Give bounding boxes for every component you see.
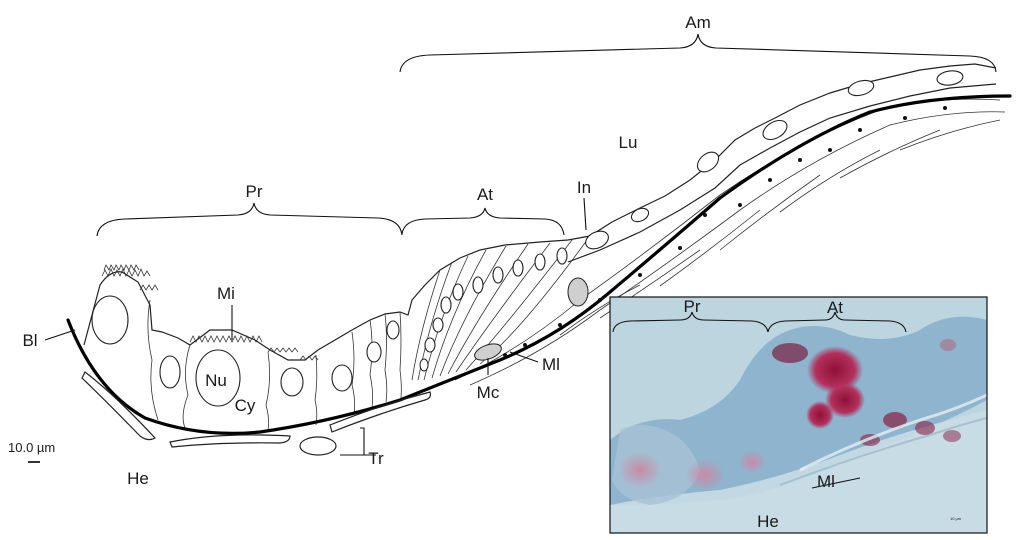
label-at: At [477,185,493,204]
inset-label-he: He [757,512,779,531]
label-tr: Tr [368,449,384,468]
inset-label-ml: Ml [817,472,835,491]
inset-label-pr: Pr [684,297,701,316]
scale-bar-label: 10.0 µm [8,440,55,455]
label-pr: Pr [246,182,263,201]
brace-at [402,208,564,235]
label-mc: Mc [477,383,500,402]
brace-am [400,34,996,72]
inset-scale-text: 10 µm [950,516,962,521]
label-nu: Nu [205,371,227,390]
label-in: In [577,178,591,197]
label-mi: Mi [217,284,235,303]
leader-bl [45,330,75,340]
brace-pr [97,203,402,236]
micrograph-inset [610,297,987,533]
label-bl: Bl [22,331,37,350]
label-am: Am [685,13,711,32]
label-ml: Ml [542,355,560,374]
am-inner-outline [568,84,996,262]
tracheoles [82,372,430,455]
label-he: He [127,469,149,488]
at-base-cell [568,278,588,306]
label-cy: Cy [235,396,256,415]
inset-label-at: At [827,298,843,317]
label-lu: Lu [619,133,638,152]
leader-in [584,198,586,230]
